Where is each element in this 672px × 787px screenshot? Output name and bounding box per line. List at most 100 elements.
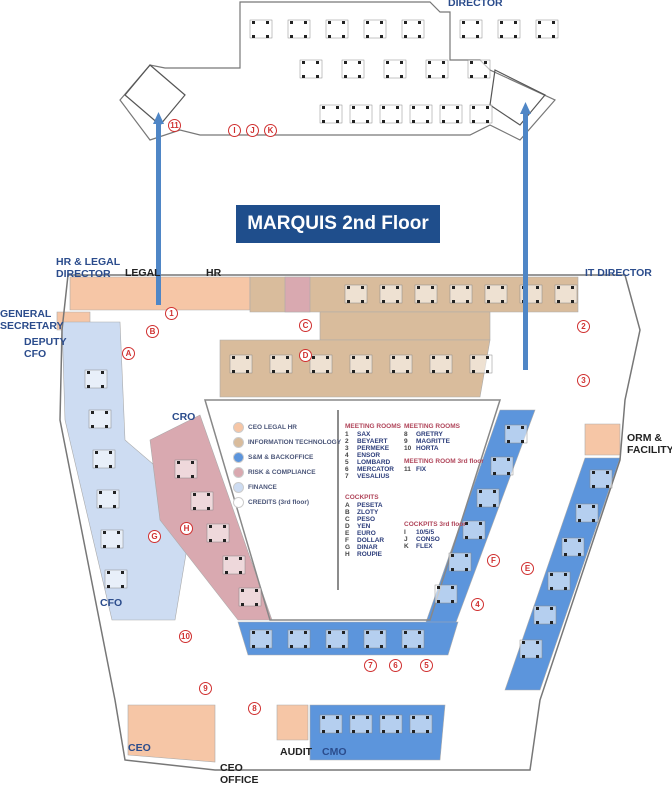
desk-cluster (504, 424, 528, 444)
room-marker-c[interactable]: C (299, 319, 312, 332)
room-marker-9[interactable]: 9 (199, 682, 212, 695)
desk-cluster (299, 59, 323, 79)
label-hr-legal-director: HR & LEGAL DIRECTOR (56, 256, 121, 280)
desk-cluster (484, 284, 508, 304)
stair-arrow-right (523, 110, 528, 370)
room-marker-h[interactable]: H (180, 522, 193, 535)
room-marker-7[interactable]: 7 (364, 659, 377, 672)
desk-cluster (363, 19, 387, 39)
second-floor-outline (59, 274, 641, 771)
item-id: A (345, 502, 350, 509)
desk-cluster (459, 19, 483, 39)
item-id: K (404, 543, 409, 550)
legend-item: CREDITS (3rd floor) (233, 495, 341, 510)
desk-cluster (238, 587, 262, 607)
legend: CEO LEGAL HR INFORMATION TECHNOLOGY S&M … (233, 420, 341, 510)
room-marker-8[interactable]: 8 (248, 702, 261, 715)
desk-clusters (84, 19, 613, 734)
desk-cluster (467, 59, 491, 79)
desk-cluster (379, 714, 403, 734)
room-marker-b[interactable]: B (146, 325, 159, 338)
zone-finance (61, 321, 196, 621)
item-id: 7 (345, 473, 349, 480)
label-it-director: IT DIRECTOR (585, 267, 652, 279)
item-id: D (345, 523, 350, 530)
room-marker-10[interactable]: 10 (179, 630, 192, 643)
desk-cluster (383, 59, 407, 79)
item-id: F (345, 537, 349, 544)
legend-label: CEO LEGAL HR (248, 424, 297, 431)
item-id: 1 (345, 431, 349, 438)
item-id: B (345, 509, 350, 516)
desk-cluster (222, 555, 246, 575)
desk-cluster (287, 629, 311, 649)
desk-cluster (325, 19, 349, 39)
label-director-top: DIRECTOR (448, 0, 503, 9)
desk-cluster (269, 354, 293, 374)
item-name: DOLLAR (357, 537, 385, 544)
desk-cluster (229, 354, 253, 374)
room-marker-f[interactable]: F (487, 554, 500, 567)
desk-cluster (575, 503, 599, 523)
legend-swatch (233, 437, 244, 448)
room-marker-e[interactable]: E (521, 562, 534, 575)
label-legal: LEGAL (125, 267, 161, 279)
legend-item: FINANCE (233, 480, 341, 495)
room-marker-2[interactable]: 2 (577, 320, 590, 333)
room-marker-5[interactable]: 5 (420, 659, 433, 672)
list-item: F DOLLAR (345, 537, 384, 544)
item-name: HORTA (416, 445, 439, 452)
item-name: PESETA (357, 502, 383, 509)
item-id: H (345, 551, 350, 558)
room-marker-j[interactable]: J (246, 124, 259, 137)
desk-cluster (409, 714, 433, 734)
desk-cluster (547, 571, 571, 591)
zone-audit (276, 704, 309, 741)
legend-label: RISK & COMPLIANCE (248, 469, 316, 476)
desk-cluster (379, 284, 403, 304)
label-ceo: CEO (128, 742, 151, 754)
legend-swatch (233, 467, 244, 478)
legend-swatch (233, 497, 244, 508)
list-item: A PESETA (345, 502, 384, 509)
desk-cluster (429, 354, 453, 374)
room-marker-i[interactable]: I (228, 124, 241, 137)
item-id: 8 (404, 431, 408, 438)
room-marker-g[interactable]: G (148, 530, 161, 543)
item-name: MAGRITTE (416, 438, 450, 445)
legend-item: INFORMATION TECHNOLOGY (233, 435, 341, 450)
item-id: 5 (345, 459, 349, 466)
room-marker-a[interactable]: A (122, 347, 135, 360)
item-name: ENSOR (357, 452, 381, 459)
desk-cluster (88, 409, 112, 429)
desk-cluster (363, 629, 387, 649)
room-marker-11[interactable]: 11 (168, 119, 181, 132)
room-marker-k[interactable]: K (264, 124, 277, 137)
item-name: 10/5/5 (416, 529, 435, 536)
room-marker-d[interactable]: D (299, 349, 312, 362)
room-marker-1[interactable]: 1 (165, 307, 178, 320)
desk-cluster (249, 629, 273, 649)
room-marker-3[interactable]: 3 (577, 374, 590, 387)
stair-arrow-left (156, 120, 161, 305)
desk-cluster (92, 449, 116, 469)
legend-label: CREDITS (3rd floor) (248, 499, 310, 506)
desk-cluster (434, 584, 458, 604)
arrow-head-left (153, 112, 164, 124)
legend-label: FINANCE (248, 484, 277, 491)
room-marker-4[interactable]: 4 (471, 598, 484, 611)
item-name: LOMBARD (357, 459, 391, 466)
room-marker-6[interactable]: 6 (389, 659, 402, 672)
item-id: 2 (345, 438, 349, 445)
